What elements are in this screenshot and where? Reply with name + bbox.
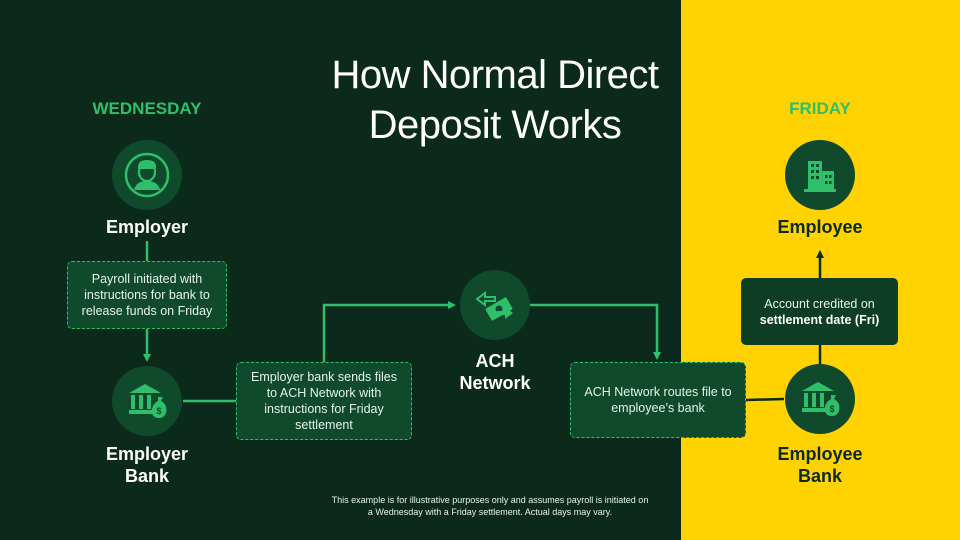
ach-network-label-line-1: ACH (475, 351, 515, 371)
title-line-1: How Normal Direct (331, 53, 659, 97)
ach-network-label-line-2: Network (459, 373, 531, 393)
person-icon (124, 152, 170, 198)
page-title: How Normal Direct Deposit Works (300, 50, 690, 150)
employer-bank-label: Employer Bank (87, 443, 207, 487)
bank-icon: $ (802, 382, 840, 416)
ach-network-node (460, 270, 530, 340)
step-employer-bank-sends: Employer bank sends files to ACH Network… (236, 362, 412, 440)
connector-box-to-ach (322, 301, 456, 362)
disclaimer-text: This example is for illustrative purpose… (331, 495, 649, 517)
svg-text:$: $ (829, 404, 834, 414)
step-account-credited: Account credited on settlement date (Fri… (741, 278, 898, 345)
employee-bank-label-line-1: Employee (777, 444, 863, 464)
svg-text:$: $ (156, 406, 161, 416)
employer-bank-node: $ (112, 366, 182, 436)
employer-bank-label-line-2: Bank (124, 466, 169, 486)
step-ach-routes-file: ACH Network routes file to employee’s ba… (570, 362, 746, 438)
bank-icon: $ (129, 384, 167, 418)
employee-node (785, 140, 855, 210)
credited-prefix-text: Account credited on (764, 296, 875, 311)
employer-bank-label-line-1: Employer (105, 444, 189, 464)
employer-label: Employer (105, 217, 189, 237)
employee-bank-label: Employee Bank (760, 443, 880, 487)
employee-label: Employee (777, 217, 863, 237)
day-label-friday: FRIDAY (789, 99, 851, 118)
credited-bold-text: settlement date (Fri) (759, 312, 880, 327)
employee-bank-label-line-2: Bank (797, 466, 842, 486)
step-payroll-initiated: Payroll initiated with instructions for … (67, 261, 227, 329)
building-icon (804, 161, 836, 192)
money-transfer-icon (475, 291, 513, 321)
employee-bank-node: $ (785, 364, 855, 434)
ach-network-label: ACH Network (435, 350, 555, 394)
title-line-2: Deposit Works (368, 103, 622, 147)
connector-ach-to-box (530, 303, 661, 360)
employer-node (112, 140, 182, 210)
day-label-wednesday: WEDNESDAY (92, 99, 202, 118)
connector-box-to-employee-bank (745, 397, 785, 402)
